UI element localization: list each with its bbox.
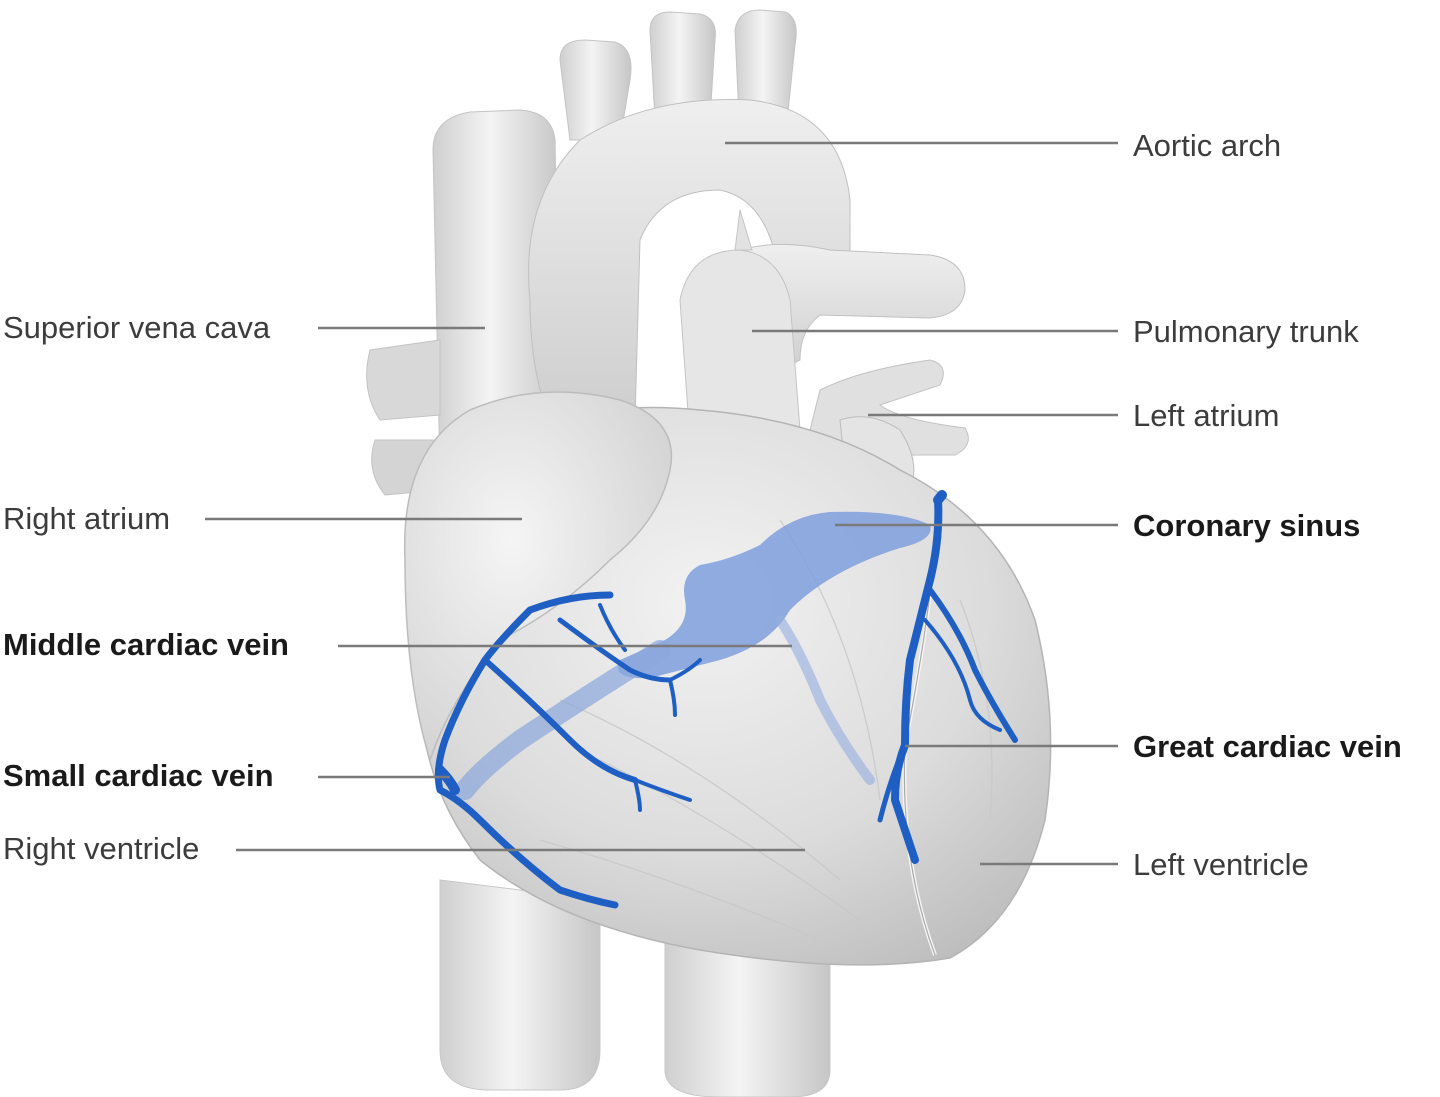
inferior-vena-cava [439, 879, 601, 1091]
left-common-carotid [649, 11, 716, 121]
label-coronary-sinus: Coronary sinus [1133, 508, 1361, 543]
aorta [528, 99, 851, 431]
pulmonary-trunk-shape [679, 249, 801, 441]
small-cardiac-vein-path [434, 591, 619, 909]
superior-vena-cava-tube [432, 109, 561, 471]
brachiocephalic-trunk [559, 39, 632, 141]
label-right-ventricle: Right ventricle [3, 831, 200, 866]
label-left-ventricle: Left ventricle [1133, 847, 1309, 882]
label-right-atrium: Right atrium [3, 501, 171, 536]
label-small-cardiac-vein: Small cardiac vein [3, 758, 274, 793]
leader-lines [205, 141, 1118, 866]
label-left-atrium: Left atrium [1133, 398, 1280, 433]
label-pulmonary-trunk: Pulmonary trunk [1133, 314, 1359, 349]
label-aortic-arch: Aortic arch [1133, 128, 1282, 163]
right-atrium-shape [403, 391, 673, 763]
great-cardiac-vein-path [891, 496, 943, 864]
label-superior-vena-cava: Superior vena cava [3, 310, 271, 345]
coronary-sinus-shape [618, 511, 931, 679]
label-great-cardiac-vein: Great cardiac vein [1133, 729, 1402, 764]
label-middle-cardiac-vein: Middle cardiac vein [3, 627, 289, 662]
pulmonary-veins-right [366, 339, 441, 421]
